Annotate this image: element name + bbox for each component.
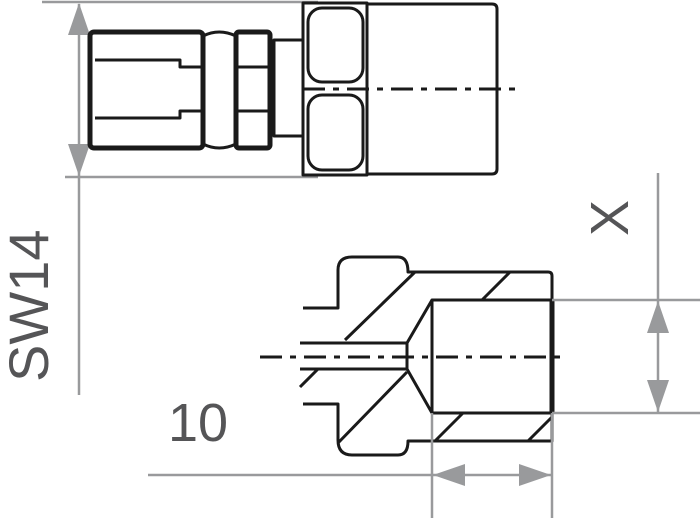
length-label: 10: [168, 393, 228, 453]
arrow-up-icon: [68, 3, 90, 35]
arrow-down-icon: [647, 380, 669, 412]
arrow-left-icon: [433, 464, 465, 486]
collar: [233, 29, 273, 151]
arrow-down-icon: [68, 144, 90, 176]
collar-lines: [236, 65, 270, 113]
fitting-side-view: [42, 0, 516, 395]
arrow-up-icon: [647, 301, 669, 333]
diameter-label: X: [580, 200, 640, 236]
arrow-right-icon: [519, 464, 551, 486]
threaded-body: [87, 29, 206, 151]
bore: [430, 298, 552, 415]
fitting-section-view: [148, 173, 700, 518]
stem: [272, 38, 305, 138]
hex-face-bottom: [306, 93, 365, 172]
inner-bore-lines: [95, 58, 203, 120]
neck: [202, 30, 237, 150]
section-hatching: [298, 270, 554, 445]
hex-face-top: [306, 6, 365, 84]
fitting-body: [367, 2, 499, 176]
nut-outline: [303, 255, 554, 457]
sw14-label: SW14: [0, 230, 60, 383]
